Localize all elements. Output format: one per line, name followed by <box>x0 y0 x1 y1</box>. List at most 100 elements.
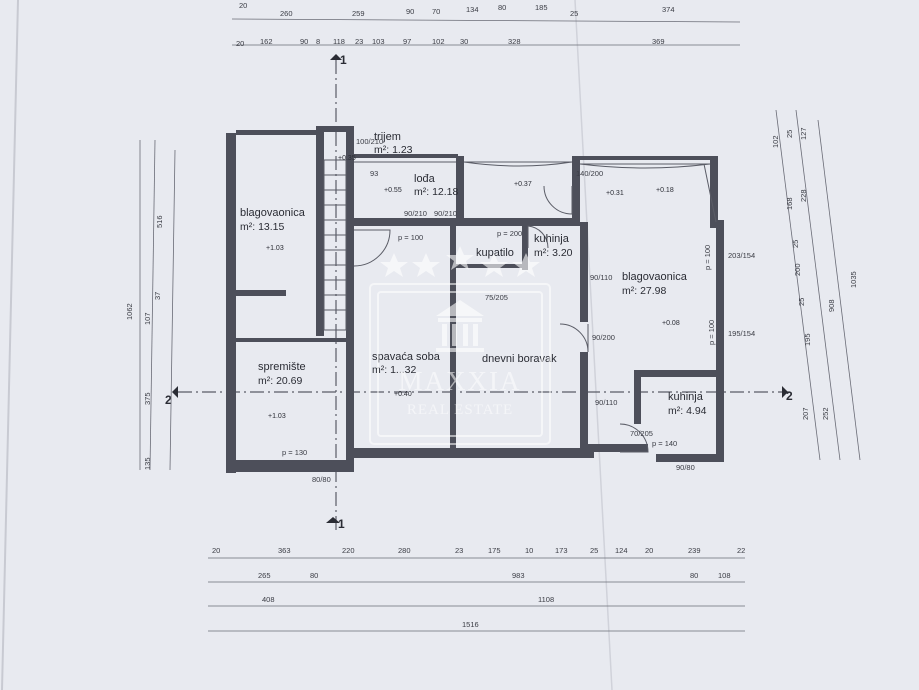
door-swings <box>353 185 649 453</box>
dim-top-1: 374 <box>662 5 675 14</box>
section-mark-label: 1 <box>340 53 347 67</box>
openings: p = 100 p = 200 p = 130 p = 140 p = 100 … <box>282 229 716 457</box>
room-name: spremište <box>258 361 306 373</box>
dim-top-2: 102 <box>432 37 445 46</box>
dim-bottom-4: 1516 <box>462 620 479 629</box>
dim-bottom-1: 22 <box>737 546 745 555</box>
level-mark: +0.31 <box>606 190 624 197</box>
room-name: kuhinja <box>668 391 704 403</box>
dim-right: 1035 <box>849 271 858 288</box>
room-blagovaonica-left: blagovaonica m²: 13.15 +1.03 <box>240 207 306 252</box>
dim-left: 375 <box>143 392 152 405</box>
walls <box>226 126 724 473</box>
door-mark: 90/110 <box>595 398 617 407</box>
dim-left: 516 <box>155 215 164 228</box>
dim-bottom-1: 220 <box>342 546 355 555</box>
dim-right: 908 <box>827 299 836 312</box>
room-area: m²: 1...32 <box>372 364 417 376</box>
room-dnevni-boravak: dnevni boravak <box>482 353 557 365</box>
room-area: m²: 13.15 <box>240 221 285 233</box>
room-kuhinja-corner: kuhinja m²: 4.94 <box>668 391 707 417</box>
room-kupatilo: kupatilo <box>476 247 514 259</box>
dim-right: 252 <box>821 407 830 420</box>
dim-top-2: 20 <box>236 39 244 48</box>
room-area: m²: 3.20 <box>534 247 573 259</box>
dim-bottom-3: 1108 <box>538 595 554 604</box>
door-mark: 93 <box>370 169 378 178</box>
section-mark-horizontal: 2 2 <box>165 386 793 407</box>
opening-label: p = 100 <box>707 320 716 345</box>
level-mark: +1.03 <box>268 413 286 420</box>
room-area: m²: 20.69 <box>258 375 303 387</box>
bottom-dimensions: 20 363 220 280 23 175 10 173 25 124 20 2… <box>208 546 745 632</box>
dim-top-2: 118 <box>333 37 345 46</box>
room-name: kuhinja <box>534 233 570 245</box>
dim-bottom-2: 983 <box>512 571 525 580</box>
room-lodja: lođa m²: 12.18 +0.55 <box>384 173 459 198</box>
dim-right: 25 <box>785 130 794 138</box>
room-name: spavaća soba <box>372 351 441 363</box>
opening-label: p = 130 <box>282 448 307 457</box>
dim-right: 25 <box>797 298 806 306</box>
dim-bottom-1: 239 <box>688 546 701 555</box>
dim-bottom-1: 20 <box>212 546 220 555</box>
door-mark: 90/210 <box>404 209 427 218</box>
dim-right: 228 <box>799 189 808 202</box>
dim-top-2: 23 <box>355 37 363 46</box>
dim-bottom-1: 23 <box>455 546 463 555</box>
dim-right: 207 <box>801 407 810 420</box>
dim-top-2: 97 <box>403 37 411 46</box>
dim-top-1: 70 <box>432 7 440 16</box>
level-mark: +0.08 <box>662 320 680 327</box>
paper-fold-right <box>574 0 613 690</box>
dim-bottom-1: 175 <box>488 546 501 555</box>
loggia-railings <box>354 161 717 223</box>
opening-label: p = 100 <box>398 233 423 242</box>
level-mark: +0.55 <box>384 187 402 194</box>
dim-bottom-1: 173 <box>555 546 568 555</box>
dim-bottom-2: 265 <box>258 571 271 580</box>
dim-right: 195 <box>803 333 812 346</box>
room-area: m²: 4.94 <box>668 405 707 417</box>
dim-bottom-2: 108 <box>718 571 731 580</box>
paper-fold-left <box>1 0 19 690</box>
door-marks: 100/210 93 90/210 90/210 140/200 90/110 … <box>312 137 755 484</box>
door-mark: 90/80 <box>676 463 695 472</box>
dim-top-2: 328 <box>508 37 521 46</box>
dim-right: 168 <box>785 197 794 210</box>
section-mark-label: 1 <box>338 517 345 531</box>
room-spremiste: spremište m²: 20.69 +1.03 <box>258 361 306 420</box>
dim-top-1: 185 <box>535 3 548 12</box>
dim-top-1: 259 <box>352 9 365 18</box>
dim-bottom-1: 25 <box>590 546 598 555</box>
dim-top-1: 260 <box>280 9 293 18</box>
room-name: dnevni boravak <box>482 353 557 365</box>
watermark: MAXXIA REAL ESTATE <box>369 246 551 445</box>
dim-left: 107 <box>143 312 152 325</box>
dim-bottom-2: 80 <box>310 571 318 580</box>
section-mark-label: 2 <box>165 393 172 407</box>
dim-top-2: 103 <box>372 37 385 46</box>
watermark-temple-icon <box>436 300 484 352</box>
door-mark: 90/200 <box>592 333 615 342</box>
dim-top-1: 90 <box>406 7 414 16</box>
room-name: blagovaonica <box>240 207 306 219</box>
door-mark: 90/210 <box>434 209 457 218</box>
watermark-logo-text: MAXXIA <box>399 366 522 396</box>
door-mark: 70/205 <box>630 429 653 438</box>
door-mark: 80/80 <box>312 475 331 484</box>
dim-bottom-1: 363 <box>278 546 291 555</box>
room-spavaca-soba: spavaća soba m²: 1...32 +0.40 <box>372 351 441 398</box>
room-name: lođa <box>414 173 436 185</box>
room-kuhinja-small: kuhinja m²: 3.20 <box>534 233 573 259</box>
opening-label: p = 140 <box>652 439 677 448</box>
dim-top-2: 90 <box>300 37 308 46</box>
left-dimensions: 1062 107 37 375 135 516 <box>125 139 176 471</box>
dim-left: 1062 <box>125 303 134 320</box>
door-mark: 90/110 <box>590 273 612 282</box>
room-name: trijem <box>374 131 401 143</box>
right-dimensions: 102 25 127 168 228 25 200 25 908 195 103… <box>771 109 861 461</box>
dim-top-1: 80 <box>498 3 506 12</box>
dim-top-2: 30 <box>460 37 468 46</box>
